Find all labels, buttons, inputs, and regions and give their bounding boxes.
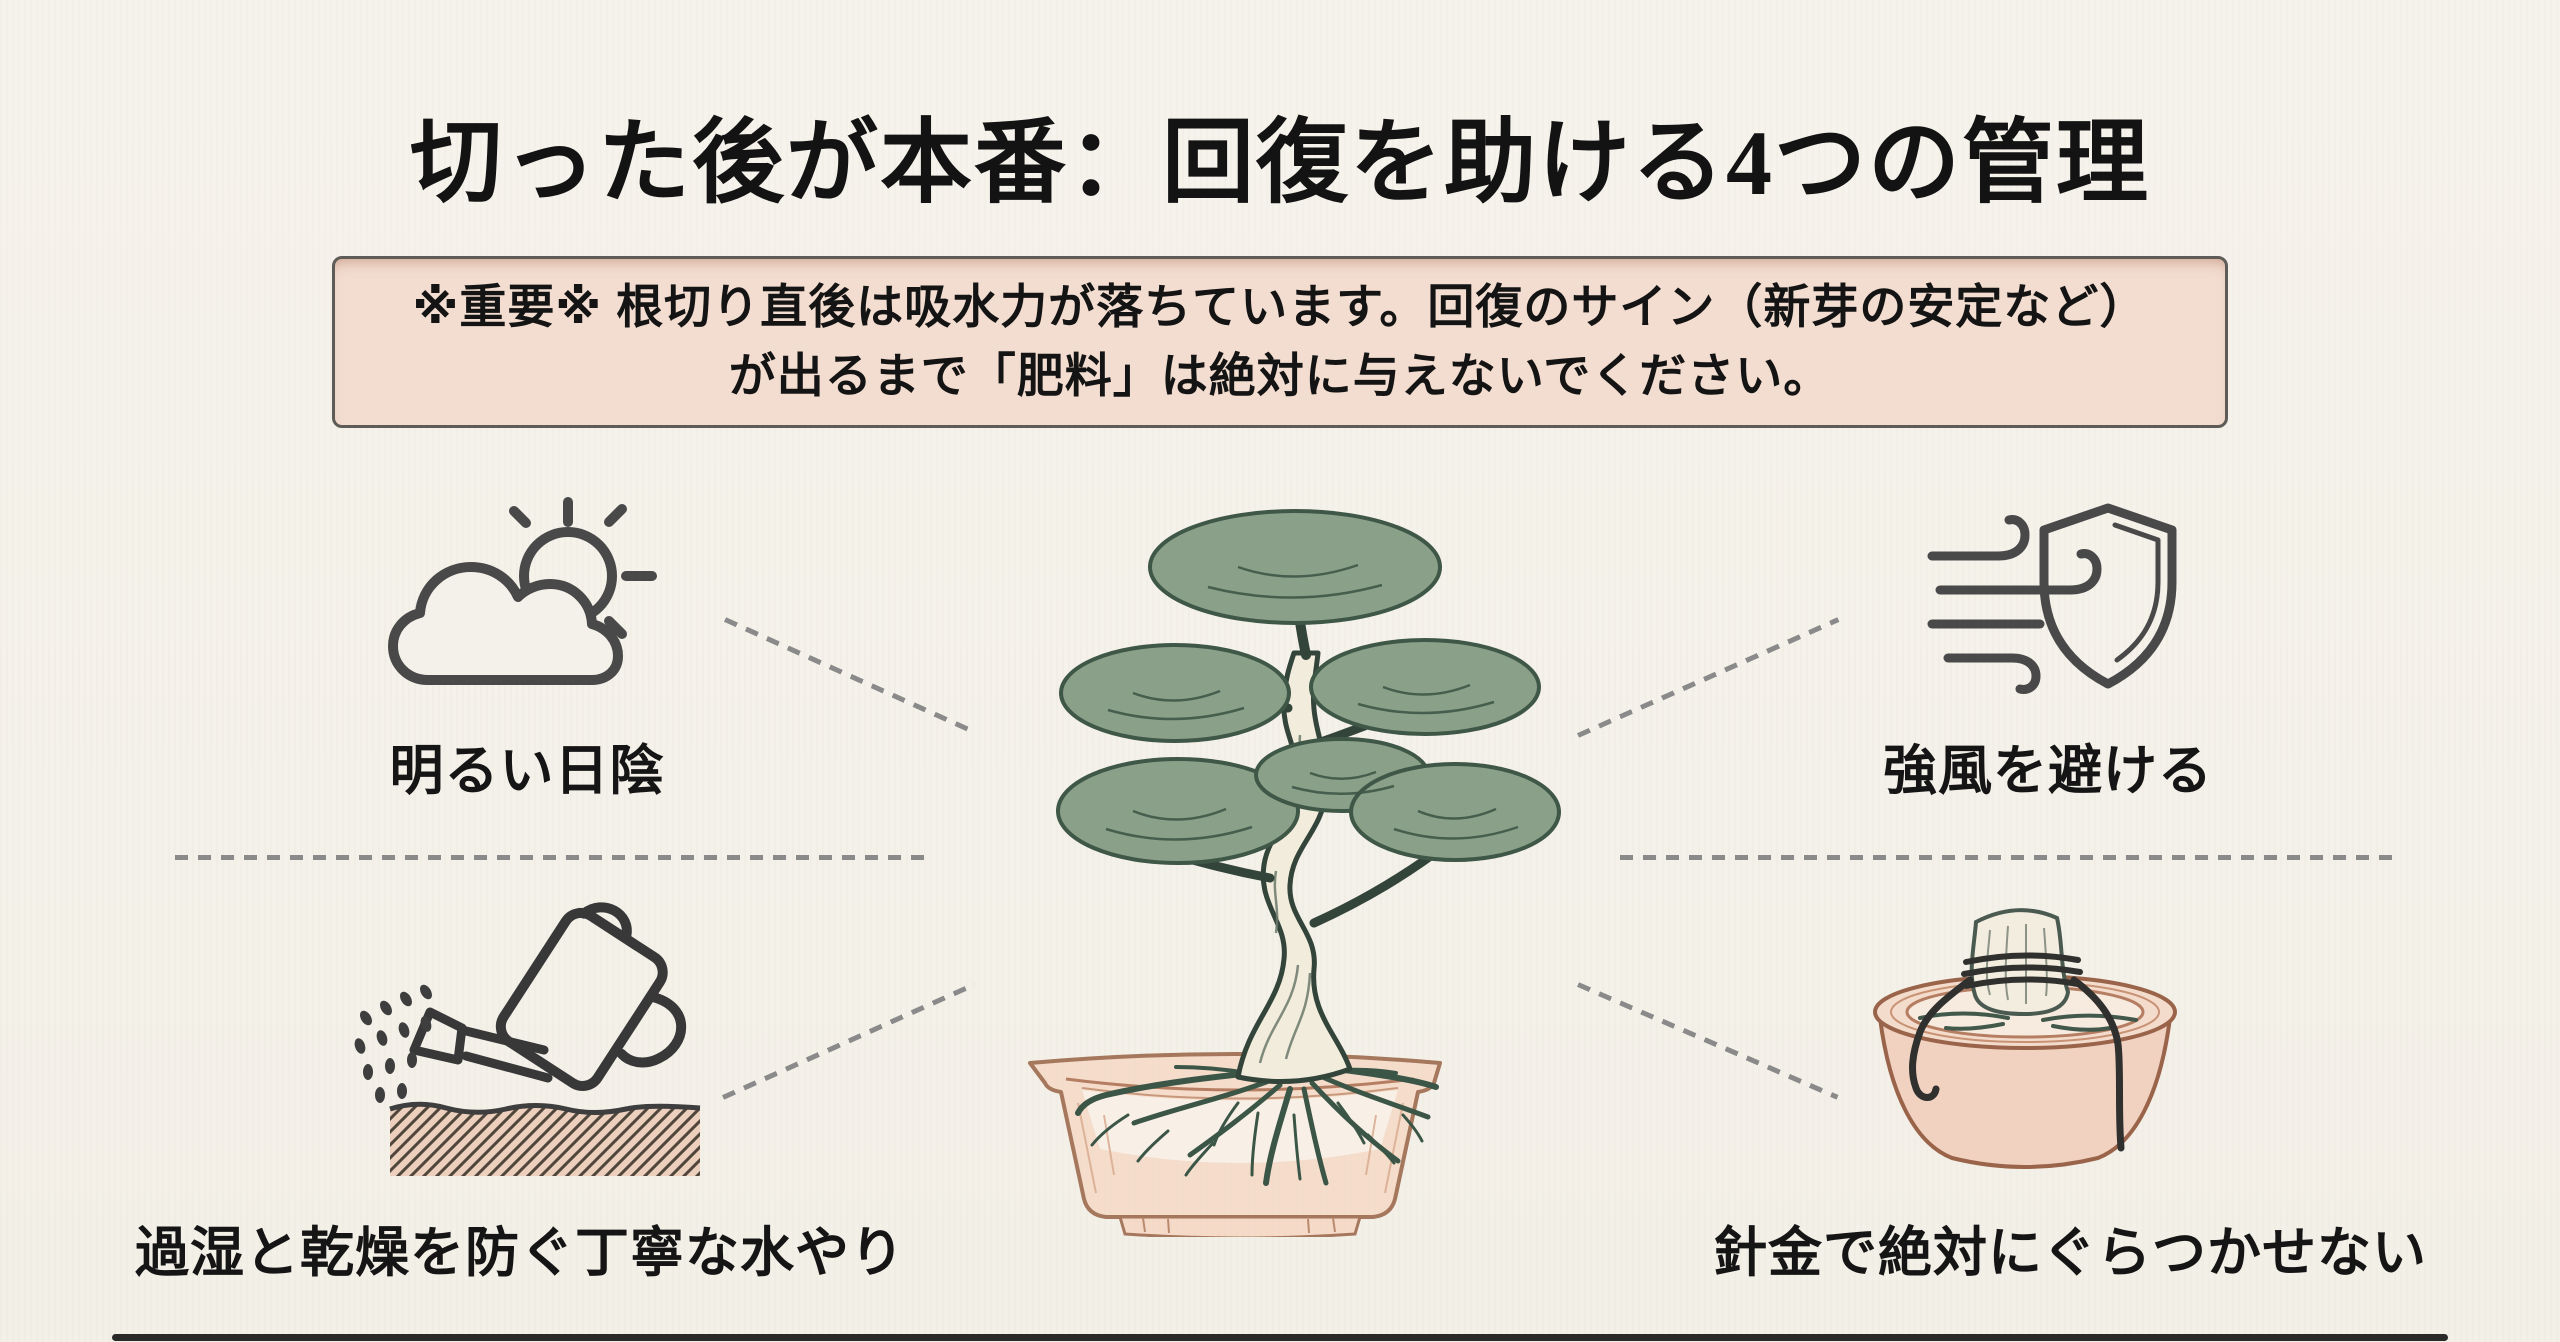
center-illustration (1008, 503, 1572, 1240)
connector-top-left (723, 617, 976, 735)
wind-shield-icon (1927, 503, 2177, 694)
watering-can-icon (354, 902, 701, 1176)
bottom-divider-bar (112, 1334, 2448, 1341)
warning-line-2: が出るまで「肥料」は絶対に与えないでください。 (728, 349, 1832, 402)
watering-can-body (409, 902, 686, 1091)
label-avoid-wind: 強風を避ける (1883, 741, 2213, 801)
warning-line-1: ※重要※ 根切り直後は吸水力が落ちています。回復のサイン（新芽の安定など） (412, 280, 2148, 334)
wire-anchored-pot-icon (1873, 908, 2177, 1169)
anchor-wire (1909, 952, 2125, 1152)
bonsai-illustration (1028, 509, 1561, 1240)
label-watering: 過湿と乾燥を防ぐ丁寧な水やり (135, 1223, 905, 1283)
cloud-sun-icon (388, 497, 657, 685)
connector-bottom-right (1577, 982, 1839, 1100)
page-title: 切った後が本番：回復を助ける4つの管理 (409, 112, 2150, 214)
small-pot-body (1877, 1016, 2173, 1169)
foliage-pads (1056, 509, 1561, 865)
connector-bottom-left (721, 982, 976, 1100)
divider-right (1620, 855, 2395, 860)
care-item-bright-shade (372, 490, 662, 715)
label-wire-anchor: 針金で絶対にぐらつかせない (1713, 1223, 2427, 1283)
care-item-watering (338, 898, 718, 1183)
trunk-stub (1969, 908, 2071, 1017)
care-item-avoid-wind (1922, 492, 2192, 707)
warning-box: ※重要※ 根切り直後は吸水力が落ちています。回復のサイン（新芽の安定など） が出… (332, 256, 2228, 428)
water-drops (354, 984, 432, 1103)
care-item-wire-anchor (1858, 900, 2188, 1195)
divider-left (175, 855, 930, 860)
label-bright-shade: 明るい日陰 (389, 741, 665, 801)
connector-top-right (1576, 617, 1840, 738)
